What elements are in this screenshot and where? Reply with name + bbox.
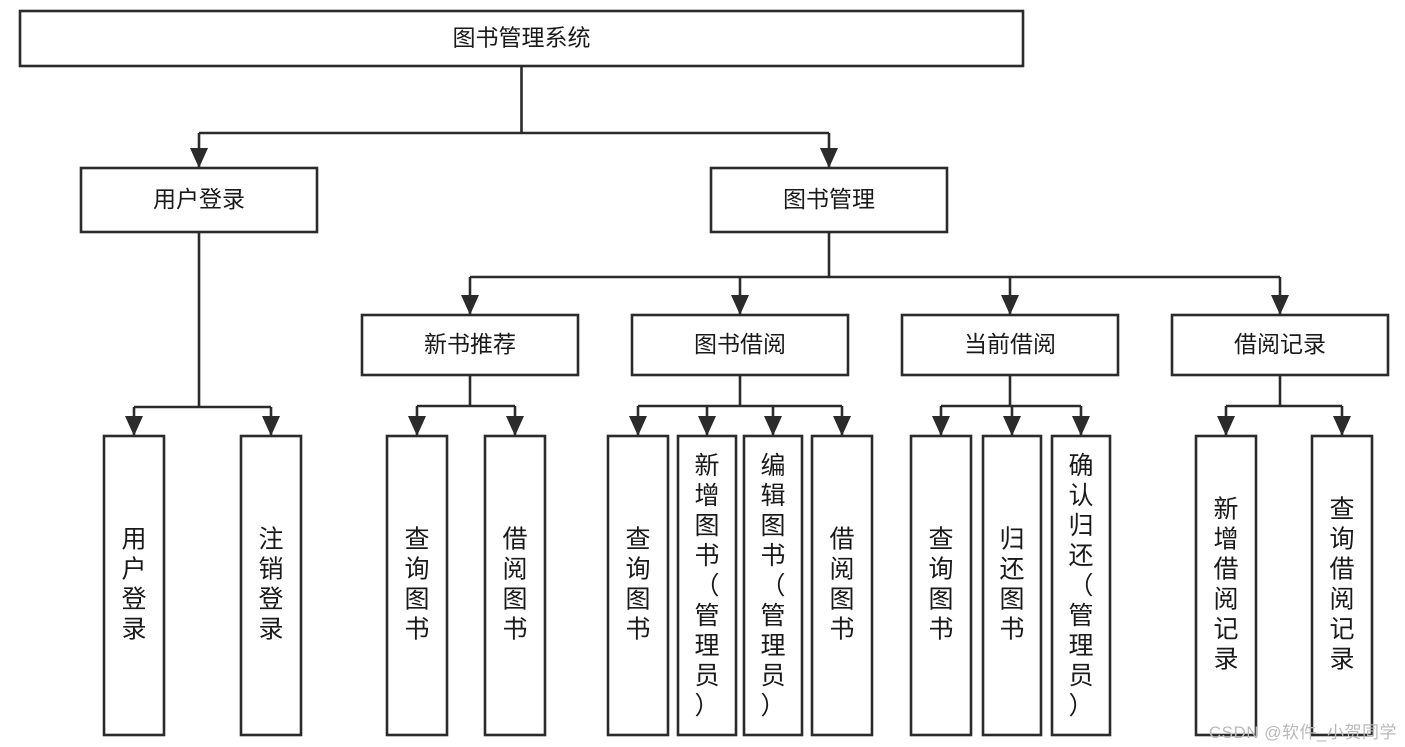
node-leaf-0-rect xyxy=(102,434,166,737)
node-leaf-9[interactable]: 归还图书 xyxy=(981,434,1043,737)
node-level3-2-rect xyxy=(900,313,1120,377)
node-root-rect xyxy=(18,9,1025,68)
node-level2-1[interactable]: 图书管理 xyxy=(709,166,949,234)
node-level2-1-rect xyxy=(709,166,949,234)
node-level2-0-label: 用户登录 xyxy=(153,186,245,212)
node-leaf-12-rect xyxy=(1310,434,1374,737)
arrow-head-icon xyxy=(262,416,280,436)
arrow-head-icon xyxy=(820,148,838,168)
node-leaf-1-rect xyxy=(239,434,303,737)
arrow-head-icon xyxy=(1333,416,1351,436)
node-root-label: 图书管理系统 xyxy=(453,25,591,51)
node-leaf-0[interactable]: 用户登录 xyxy=(102,434,166,737)
node-level3-1[interactable]: 图书借阅 xyxy=(630,313,850,377)
node-leaf-9-label: 归还图书 xyxy=(999,525,1024,643)
arrow-head-icon xyxy=(764,416,782,436)
node-level2-1-label: 图书管理 xyxy=(783,186,875,212)
node-leaf-7[interactable]: 借阅图书 xyxy=(810,434,874,737)
arrow-head-icon xyxy=(1001,295,1019,315)
arrow-head-icon xyxy=(408,416,426,436)
arrow-head-icon xyxy=(1271,295,1289,315)
arrow-head-icon xyxy=(1072,416,1090,436)
node-leaf-3-rect xyxy=(483,434,547,737)
node-layer: 图书管理系统用户登录图书管理新书推荐图书借阅当前借阅借阅记录用户登录注销登录查询… xyxy=(18,9,1390,737)
node-level3-1-label: 图书借阅 xyxy=(694,331,786,357)
node-level3-3[interactable]: 借阅记录 xyxy=(1170,313,1390,377)
node-leaf-5-label: 新增图书（管理员） xyxy=(694,452,719,720)
node-leaf-4-rect xyxy=(606,434,670,737)
node-level3-3-label: 借阅记录 xyxy=(1234,331,1326,357)
arrow-head-icon xyxy=(506,416,524,436)
node-leaf-12[interactable]: 查询借阅记录 xyxy=(1310,434,1374,737)
node-level3-3-rect xyxy=(1170,313,1390,377)
node-leaf-11-rect xyxy=(1194,434,1258,737)
node-leaf-10-label: 确认归还（管理员） xyxy=(1068,452,1093,720)
node-leaf-9-rect xyxy=(981,434,1043,737)
node-leaf-1-label: 注销登录 xyxy=(258,525,283,643)
node-level2-0[interactable]: 用户登录 xyxy=(79,166,319,234)
node-leaf-5-rect xyxy=(676,434,738,737)
node-leaf-2-rect xyxy=(385,434,449,737)
arrow-head-icon xyxy=(698,416,716,436)
arrow-head-icon xyxy=(1217,416,1235,436)
node-leaf-12-label: 查询借阅记录 xyxy=(1329,495,1354,673)
node-leaf-7-label: 借阅图书 xyxy=(829,525,854,643)
node-level3-0-rect xyxy=(360,313,580,377)
connector-layer xyxy=(125,66,1351,436)
node-leaf-1[interactable]: 注销登录 xyxy=(239,434,303,737)
arrow-head-icon xyxy=(461,295,479,315)
node-leaf-4[interactable]: 查询图书 xyxy=(606,434,670,737)
node-level3-2[interactable]: 当前借阅 xyxy=(900,313,1120,377)
node-leaf-0-label: 用户登录 xyxy=(121,525,146,643)
node-leaf-8-label: 查询图书 xyxy=(928,525,953,643)
node-leaf-6[interactable]: 编辑图书（管理员） xyxy=(742,434,804,737)
node-leaf-11-label: 新增借阅记录 xyxy=(1213,495,1238,673)
arrow-head-icon xyxy=(190,148,208,168)
node-level3-1-rect xyxy=(630,313,850,377)
arrow-head-icon xyxy=(833,416,851,436)
node-leaf-11[interactable]: 新增借阅记录 xyxy=(1194,434,1258,737)
node-leaf-10-rect xyxy=(1050,434,1112,737)
node-level3-2-label: 当前借阅 xyxy=(964,331,1056,357)
node-root[interactable]: 图书管理系统 xyxy=(18,9,1025,68)
node-leaf-8-rect xyxy=(909,434,973,737)
node-leaf-6-label: 编辑图书（管理员） xyxy=(760,452,785,720)
node-leaf-2[interactable]: 查询图书 xyxy=(385,434,449,737)
node-leaf-5[interactable]: 新增图书（管理员） xyxy=(676,434,738,737)
arrow-head-icon xyxy=(629,416,647,436)
node-leaf-6-rect xyxy=(742,434,804,737)
arrow-head-icon xyxy=(932,416,950,436)
node-leaf-3[interactable]: 借阅图书 xyxy=(483,434,547,737)
arrow-head-icon xyxy=(731,295,749,315)
node-level2-0-rect xyxy=(79,166,319,234)
node-level3-0[interactable]: 新书推荐 xyxy=(360,313,580,377)
node-leaf-10[interactable]: 确认归还（管理员） xyxy=(1050,434,1112,737)
arrow-head-icon xyxy=(125,416,143,436)
node-leaf-2-label: 查询图书 xyxy=(404,525,429,643)
node-level3-0-label: 新书推荐 xyxy=(424,331,516,357)
arrow-head-icon xyxy=(1003,416,1021,436)
node-leaf-7-rect xyxy=(810,434,874,737)
node-leaf-3-label: 借阅图书 xyxy=(502,525,527,643)
node-leaf-8[interactable]: 查询图书 xyxy=(909,434,973,737)
node-leaf-4-label: 查询图书 xyxy=(625,525,650,643)
